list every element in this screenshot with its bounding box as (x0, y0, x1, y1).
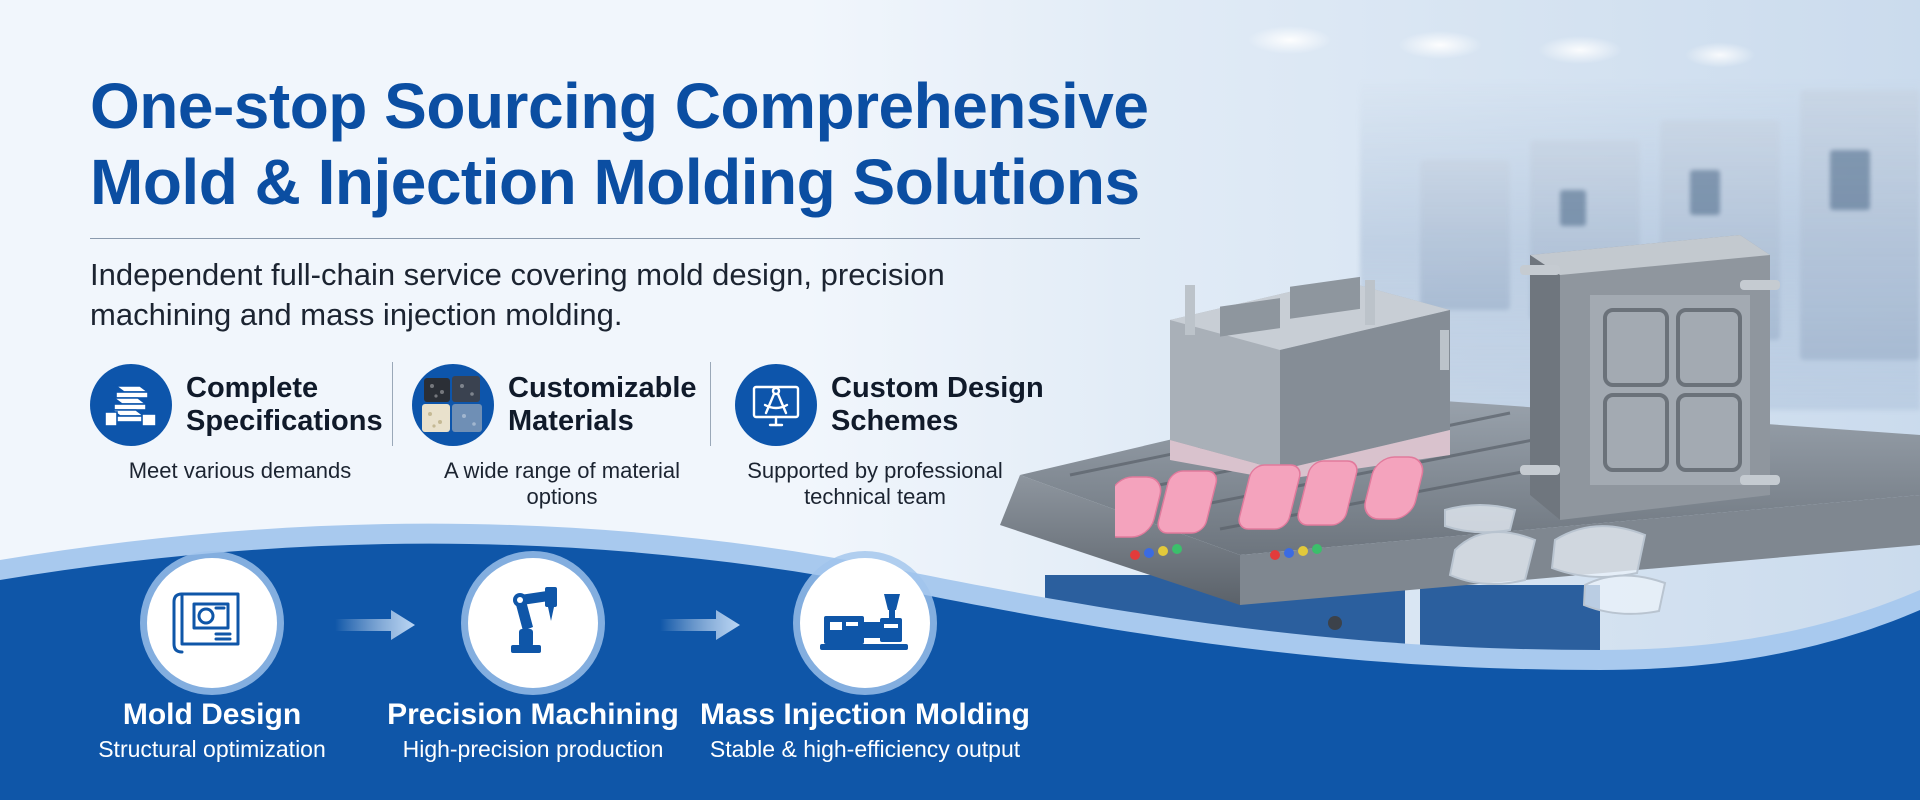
title-divider (90, 238, 1140, 239)
feature-title: Custom Design Schemes (831, 372, 1044, 437)
feature-complete-specifications: Complete Specifications Meet various dem… (90, 362, 390, 512)
step-desc-mass-injection-molding: Stable & high-efficiency output (709, 736, 1021, 762)
step-precision-machining-circle (468, 558, 598, 688)
subtitle: Independent full-chain service covering … (90, 255, 990, 335)
step-mold-design-circle (147, 558, 277, 688)
title-line-1: One-stop Sourcing Comprehensive (90, 70, 1149, 142)
feature-divider (392, 362, 393, 446)
subtitle-line-2: machining and mass injection molding. (90, 297, 623, 332)
stacked-blocks-icon (90, 364, 172, 446)
clear-molded-parts (1444, 504, 1667, 615)
step-desc-precision-machining: High-precision production (402, 736, 664, 762)
feature-divider (710, 362, 711, 446)
mold-cavity-right (1520, 235, 1780, 520)
pink-molded-parts (1115, 456, 1424, 560)
feature-description: Supported by professional technical team (747, 458, 1003, 509)
design-compass-monitor-icon (735, 364, 817, 446)
feature-title: Customizable Materials (508, 372, 697, 437)
mold-cavity-left (1170, 276, 1450, 480)
step-mass-injection-molding-circle (800, 558, 930, 688)
injection-machine-icon (820, 586, 910, 661)
feature-customizable-materials: Customizable Materials A wide range of m… (412, 362, 712, 512)
page-title: One-stop Sourcing Comprehensive Mold & I… (90, 68, 1170, 220)
step-title-mold-design: Mold Design (122, 698, 302, 731)
material-pellets-icon (412, 364, 494, 446)
feature-description: A wide range of material options (443, 458, 681, 509)
feature-title: Complete Specifications (186, 372, 383, 437)
step-arrow-2 (660, 610, 740, 640)
robot-arm-icon (493, 581, 573, 666)
feature-description: Meet various demands (128, 458, 352, 483)
step-desc-mold-design: Structural optimization (98, 736, 326, 762)
step-title-precision-machining: Precision Machining (387, 698, 679, 731)
title-line-2: Mold & Injection Molding Solutions (90, 146, 1140, 218)
step-title-mass-injection-molding: Mass Injection Molding (699, 698, 1030, 731)
subtitle-line-1: Independent full-chain service covering … (90, 257, 945, 292)
step-arrow-1 (335, 610, 415, 640)
feature-custom-design-schemes: Custom Design Schemes Supported by profe… (735, 362, 1055, 512)
blueprint-icon (172, 586, 252, 661)
